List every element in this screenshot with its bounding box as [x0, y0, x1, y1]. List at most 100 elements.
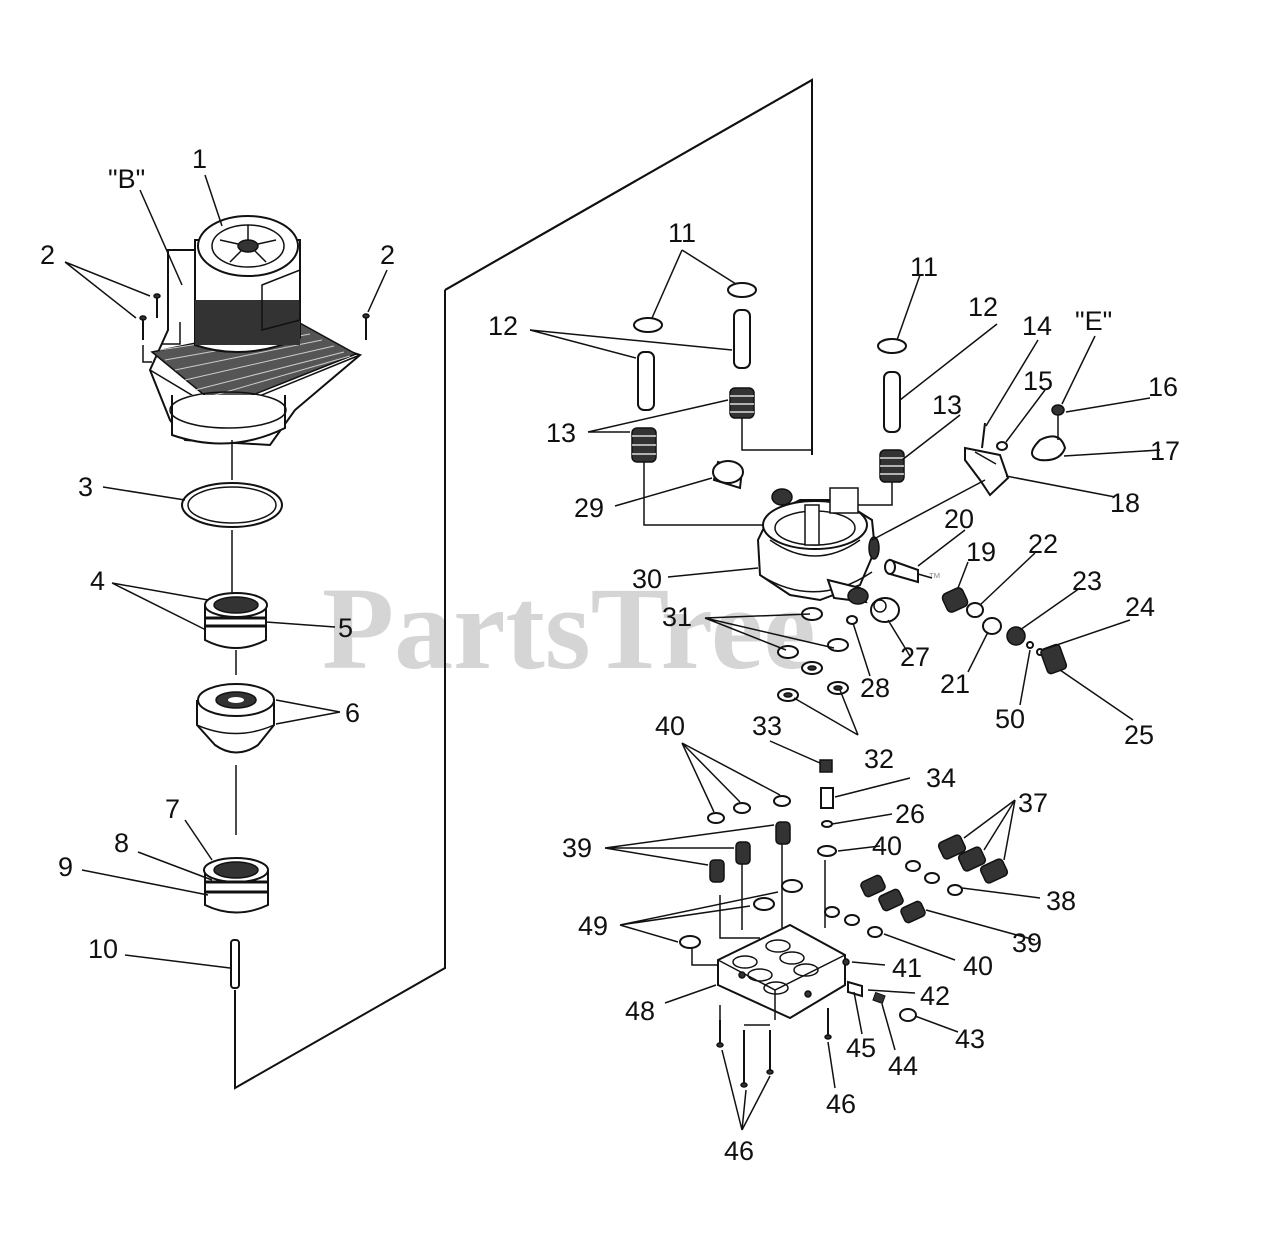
- motor-assembly: [148, 215, 363, 447]
- part-25: [1040, 643, 1068, 675]
- o-ring-3: [181, 482, 283, 528]
- manifold-48: [717, 923, 846, 1020]
- callout-26: 26: [895, 799, 925, 829]
- washer-11a: [633, 317, 663, 333]
- callout-44: 44: [888, 1051, 918, 1081]
- piston-12b: [733, 309, 751, 369]
- washer-40-right: [773, 795, 791, 807]
- callout-20: 20: [944, 504, 974, 534]
- callout-16: 16: [1148, 372, 1178, 402]
- callout-12-left: 12: [488, 311, 518, 341]
- callout-1: 1: [192, 144, 207, 174]
- callout-17: 17: [1150, 436, 1180, 466]
- part-22: [966, 602, 984, 618]
- callout-22: 22: [1028, 529, 1058, 559]
- assembly-boundary-line: [444, 78, 813, 452]
- callout-12-right: 12: [968, 292, 998, 322]
- callout-32: 32: [864, 744, 894, 774]
- callout-27: 27: [900, 642, 930, 672]
- callout-30: 30: [632, 564, 662, 594]
- fittings-41-45: [842, 958, 917, 1022]
- pin-10: [230, 939, 240, 989]
- callout-4: 4: [90, 566, 105, 596]
- piston-12a: [637, 351, 655, 411]
- bearing-7-8-9: [203, 857, 269, 914]
- o-ring-49a: [781, 879, 803, 893]
- leader-lines: [64, 174, 1161, 1131]
- callout-9: 9: [58, 852, 73, 882]
- spring-39-set: [709, 821, 791, 883]
- callout-40-mid: 40: [872, 831, 902, 861]
- washer-40-left: [707, 812, 725, 824]
- callout-34: 34: [926, 763, 956, 793]
- part-28: [846, 615, 858, 625]
- part-29: [712, 460, 744, 490]
- callout-31: 31: [662, 602, 692, 632]
- washer-11c: [877, 338, 907, 354]
- callout-7: 7: [165, 794, 180, 824]
- reference-label-e: "E": [1075, 306, 1112, 336]
- piston-12c: [883, 371, 901, 433]
- callout-37: 37: [1018, 788, 1048, 818]
- callout-40-bottom: 40: [963, 951, 993, 981]
- screw-2-set: [139, 293, 370, 363]
- callout-28: 28: [860, 673, 890, 703]
- callout-25: 25: [1124, 720, 1154, 750]
- callout-50: 50: [995, 704, 1025, 734]
- watermark: PartsTree: [322, 563, 816, 694]
- part-20: [884, 558, 933, 584]
- callout-48: 48: [625, 996, 655, 1026]
- callout-13-right: 13: [932, 390, 962, 420]
- valve-parts-14-18: [964, 404, 1067, 497]
- callout-45: 45: [846, 1033, 876, 1063]
- o-ring-49b: [753, 897, 775, 911]
- part-21: [982, 617, 1002, 635]
- callout-39-right: 39: [1012, 928, 1042, 958]
- part-19: [941, 587, 969, 613]
- part-23: [1006, 626, 1026, 646]
- callout-2-left: 2: [40, 240, 55, 270]
- callout-11-right: 11: [910, 252, 938, 282]
- callout-46-right: 46: [826, 1089, 856, 1119]
- callout-13-left: 13: [546, 418, 576, 448]
- callout-8: 8: [114, 828, 129, 858]
- callout-41: 41: [892, 953, 922, 983]
- valve-row-37-40: [824, 834, 1009, 938]
- pump-head-30: [756, 487, 880, 605]
- watermark-trademark: ™: [928, 570, 941, 585]
- callout-21: 21: [940, 669, 970, 699]
- callout-3: 3: [78, 472, 93, 502]
- assembly-boundary-path: [234, 78, 813, 1090]
- callout-14: 14: [1022, 311, 1052, 341]
- callout-38: 38: [1046, 886, 1076, 916]
- callout-numbers: 1 "B" 2 2 3 4 5 6 7 8 9 10 11 11 12 12 1…: [40, 144, 1180, 1166]
- callout-42: 42: [920, 981, 950, 1011]
- reference-label-b: "B": [108, 164, 145, 194]
- part-6: [196, 683, 275, 754]
- o-ring-49c: [679, 935, 701, 949]
- callout-43: 43: [955, 1024, 985, 1054]
- callout-39-left: 39: [562, 833, 592, 863]
- callout-11-left: 11: [668, 218, 696, 248]
- callout-6: 6: [345, 698, 360, 728]
- callout-2-right: 2: [380, 240, 395, 270]
- bearing-4-5: [204, 592, 268, 649]
- bolt-46-set: [716, 1005, 832, 1088]
- washer-11b: [727, 282, 757, 298]
- check-valve-33-40: [817, 759, 837, 857]
- callout-10: 10: [88, 934, 118, 964]
- callout-24: 24: [1125, 592, 1155, 622]
- callout-49: 49: [578, 911, 608, 941]
- part-27: [870, 597, 900, 623]
- callout-46-bottom: 46: [724, 1136, 754, 1166]
- washer-40-mid: [733, 802, 751, 814]
- callout-33: 33: [752, 711, 782, 741]
- callout-18: 18: [1110, 488, 1140, 518]
- callout-5: 5: [338, 613, 353, 643]
- seal-31-32-set: [777, 607, 849, 702]
- part-50: [1026, 641, 1034, 649]
- callout-23: 23: [1072, 566, 1102, 596]
- callout-40-top: 40: [655, 711, 685, 741]
- callout-15: 15: [1023, 366, 1053, 396]
